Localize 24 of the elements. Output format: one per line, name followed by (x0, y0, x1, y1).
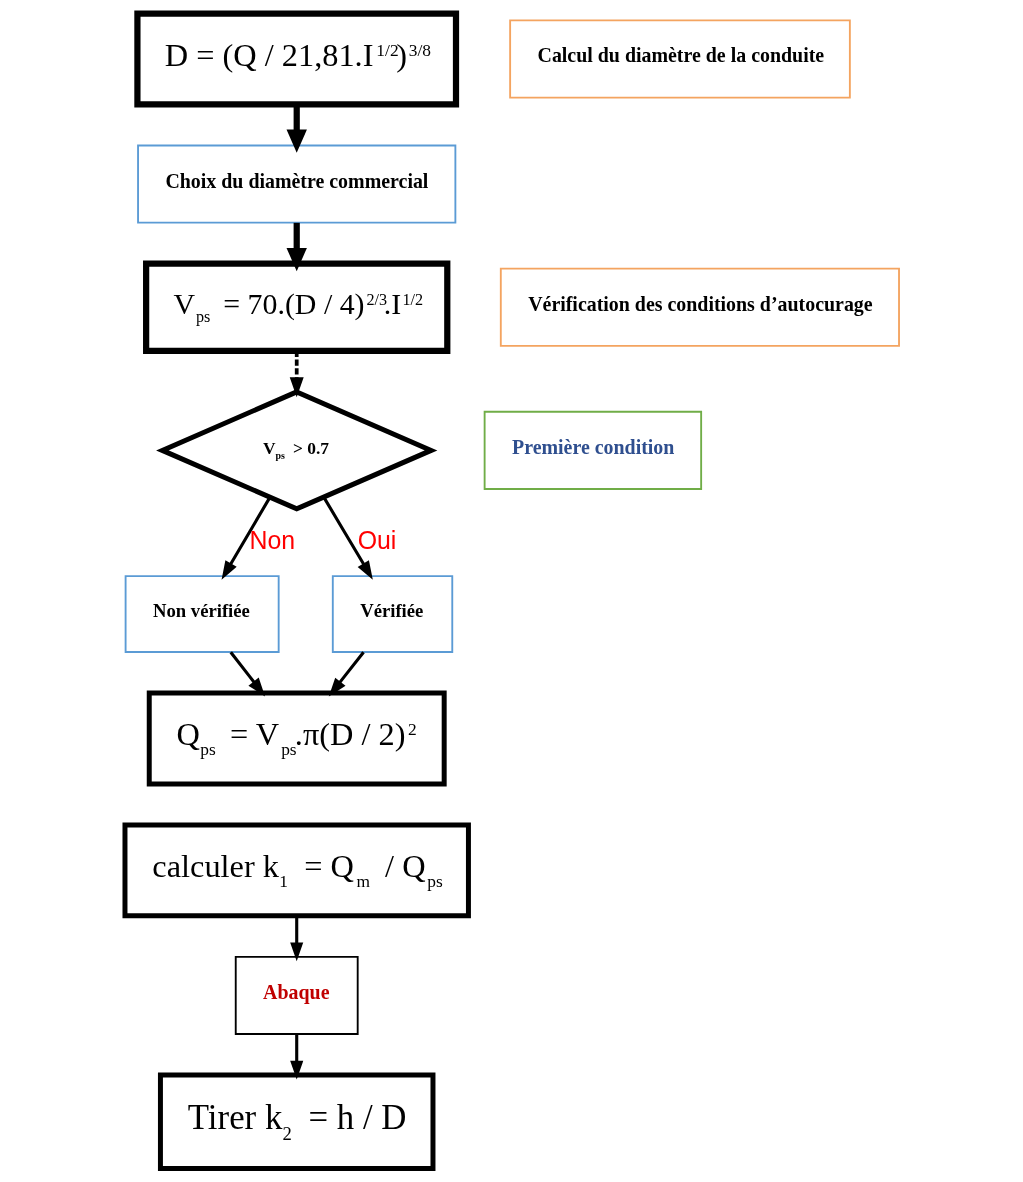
arrow (289, 915, 303, 962)
node-diamond: V$_{ps}$ > 0.7 (155, 389, 437, 512)
node-box: Première condition (483, 410, 702, 490)
arrow (229, 651, 265, 697)
arrow (322, 496, 373, 580)
node-box: calculer k$_{1}$ = Q$_{m}$ / Q$_{ps}$ (122, 822, 471, 919)
node-box: Vérifiée (331, 575, 453, 653)
arrow (328, 651, 365, 697)
node-box: Calcul du diamètre de la conduite (508, 19, 851, 99)
node-box: Tirer k$_{2}$ = h / D (157, 1072, 435, 1171)
node-box: Choix du diamètre commercial (136, 144, 456, 224)
node-box: Q$_{ps}$ = V$_{ps}$.π(D / 2)$^{2}$ (146, 690, 447, 787)
node-box: D = (Q / 21,81.I$^{1/2}$)$^{3/8}$ (133, 10, 459, 108)
node-box: Abaque (234, 955, 359, 1035)
node-box: Vérification des conditions d’autocurage (499, 267, 900, 347)
arrow (221, 496, 271, 580)
edge-label: Oui (357, 525, 396, 554)
arrow (289, 351, 304, 398)
arrow (286, 104, 307, 153)
arrow (289, 1034, 303, 1080)
node-box: V$_{ps}$ = 70.(D / 4)$^{2/3}$.I$^{1/2}$ (142, 260, 450, 354)
node-box: Non vérifiée (124, 575, 280, 653)
edge-label: Non (248, 525, 295, 554)
arrow (286, 222, 307, 272)
